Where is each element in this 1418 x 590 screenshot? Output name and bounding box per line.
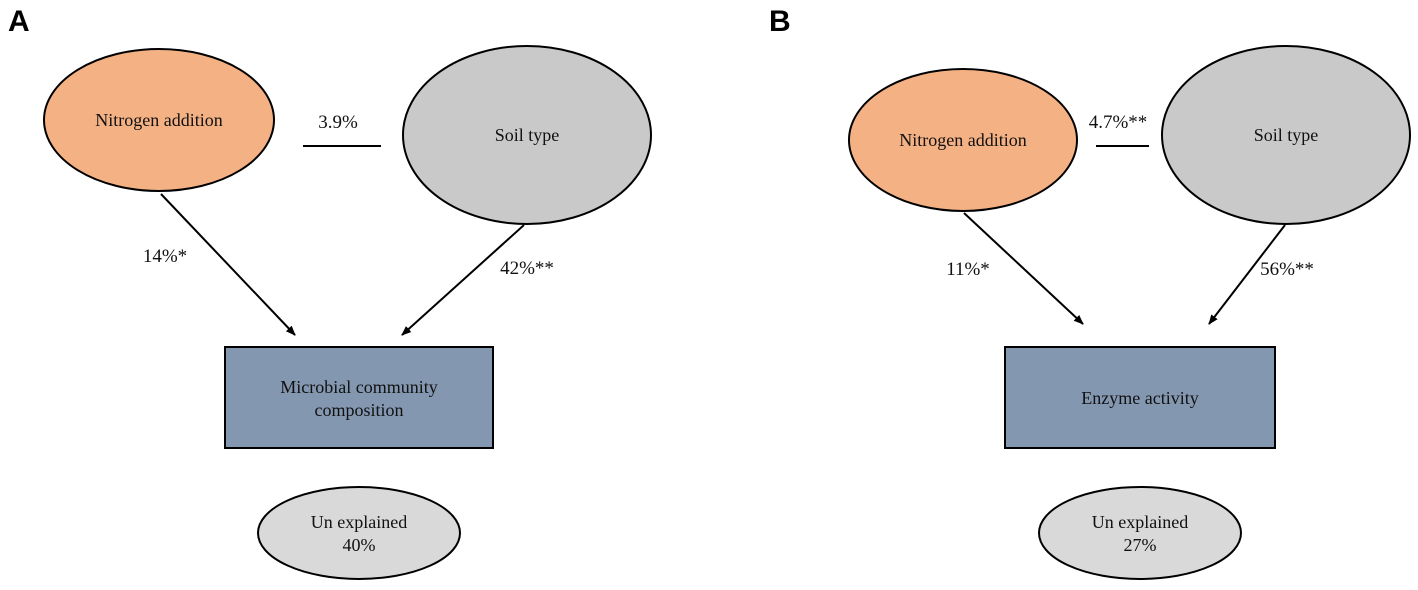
- soil-effect-arrow: [401, 224, 525, 336]
- panel-letter: A: [8, 5, 30, 38]
- soil-effect-arrow: [1208, 224, 1286, 325]
- unexplained-value: 40%: [343, 535, 376, 555]
- unexplained-label: Un explained: [311, 512, 407, 532]
- correlation-label: 3.9%: [318, 112, 358, 133]
- unexplained-label: Un explained: [1092, 512, 1188, 532]
- soil-type-node: [402, 45, 652, 225]
- soil-effect-label: 42%**: [500, 258, 554, 279]
- response-label-line2: composition: [315, 400, 404, 420]
- panel-letter: B: [769, 5, 791, 38]
- correlation-label: 4.7%**: [1089, 112, 1148, 133]
- soil-effect-label: 56%**: [1260, 259, 1314, 280]
- unexplained-node: [1038, 486, 1242, 580]
- response-label-line1: Microbial community: [280, 377, 437, 397]
- nitrogen-effect-label: 14%*: [143, 246, 187, 267]
- unexplained-node: [257, 486, 461, 580]
- unexplained-value: 27%: [1124, 535, 1157, 555]
- panel-a: A Nitrogen addition Soil type 3.9% 14%* …: [8, 5, 652, 580]
- nitrogen-effect-arrow: [963, 212, 1084, 325]
- nitrogen-addition-node: [43, 48, 275, 192]
- nitrogen-effect-arrow: [160, 193, 296, 336]
- nitrogen-effect-label: 11%*: [946, 259, 990, 280]
- enzyme-activity-node: [1004, 346, 1276, 449]
- nitrogen-addition-node: [848, 68, 1078, 212]
- soil-type-label: Soil type: [495, 125, 560, 145]
- microbial-community-node: [224, 346, 494, 449]
- panel-b: B Nitrogen addition Soil type 4.7%** 11%…: [769, 5, 1411, 580]
- response-label-line1: Enzyme activity: [1081, 388, 1198, 408]
- nitrogen-addition-label: Nitrogen addition: [899, 130, 1026, 150]
- nitrogen-addition-label: Nitrogen addition: [95, 110, 222, 130]
- soil-type-node: [1161, 45, 1411, 225]
- soil-type-label: Soil type: [1254, 125, 1319, 145]
